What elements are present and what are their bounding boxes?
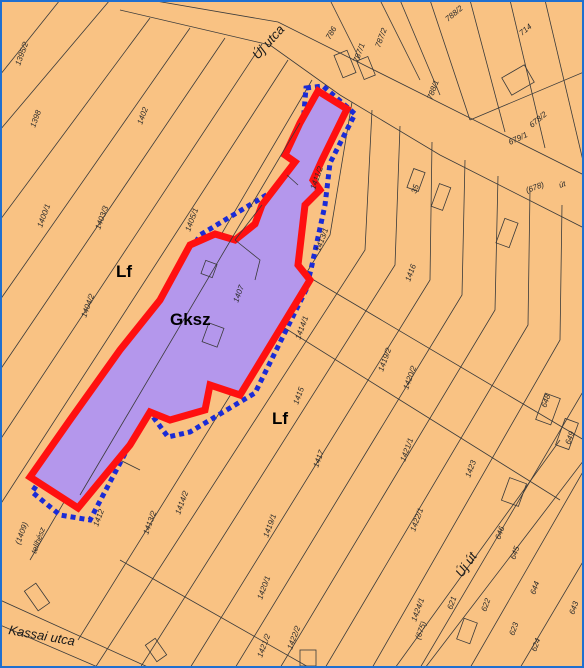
parcel-label-35: 35 bbox=[409, 183, 421, 195]
zone-label-lf-south: Lf bbox=[272, 409, 288, 428]
parcel-label-649: 649 bbox=[563, 430, 576, 446]
building-outlines bbox=[23, 49, 579, 667]
zone-area-gksz bbox=[25, 86, 352, 513]
parcel-label-646: 646 bbox=[493, 525, 506, 541]
parcel-label-678-sub: út bbox=[558, 179, 568, 190]
parcel-label-624: 624 bbox=[529, 637, 542, 653]
parcel-label-648: 648 bbox=[539, 393, 552, 409]
parcel-label-621: 621 bbox=[445, 595, 458, 611]
parcel-label-644: 644 bbox=[528, 580, 541, 596]
gksz-zone bbox=[25, 83, 359, 523]
parcel-label-622: 622 bbox=[479, 597, 492, 613]
parcel-label-645: 645 bbox=[508, 545, 521, 561]
parcel-label-643: 643 bbox=[567, 600, 580, 616]
zone-label-gksz: Gksz bbox=[170, 310, 211, 329]
parcel-label-623: 623 bbox=[507, 621, 520, 637]
zone-label-lf-west: Lf bbox=[116, 262, 132, 281]
